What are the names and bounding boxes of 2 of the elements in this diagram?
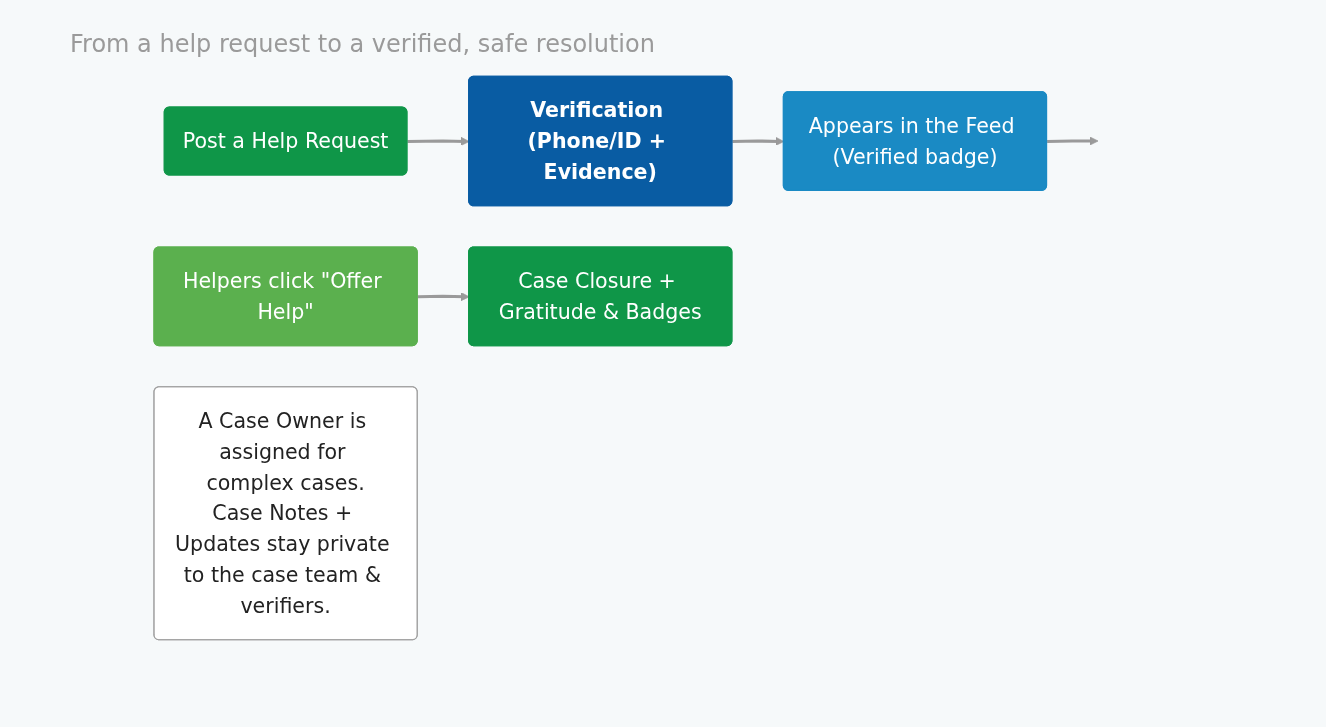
subtitle-text: From a help request to a verified, safe resolution	[70, 30, 656, 58]
arrow	[1047, 136, 1099, 146]
